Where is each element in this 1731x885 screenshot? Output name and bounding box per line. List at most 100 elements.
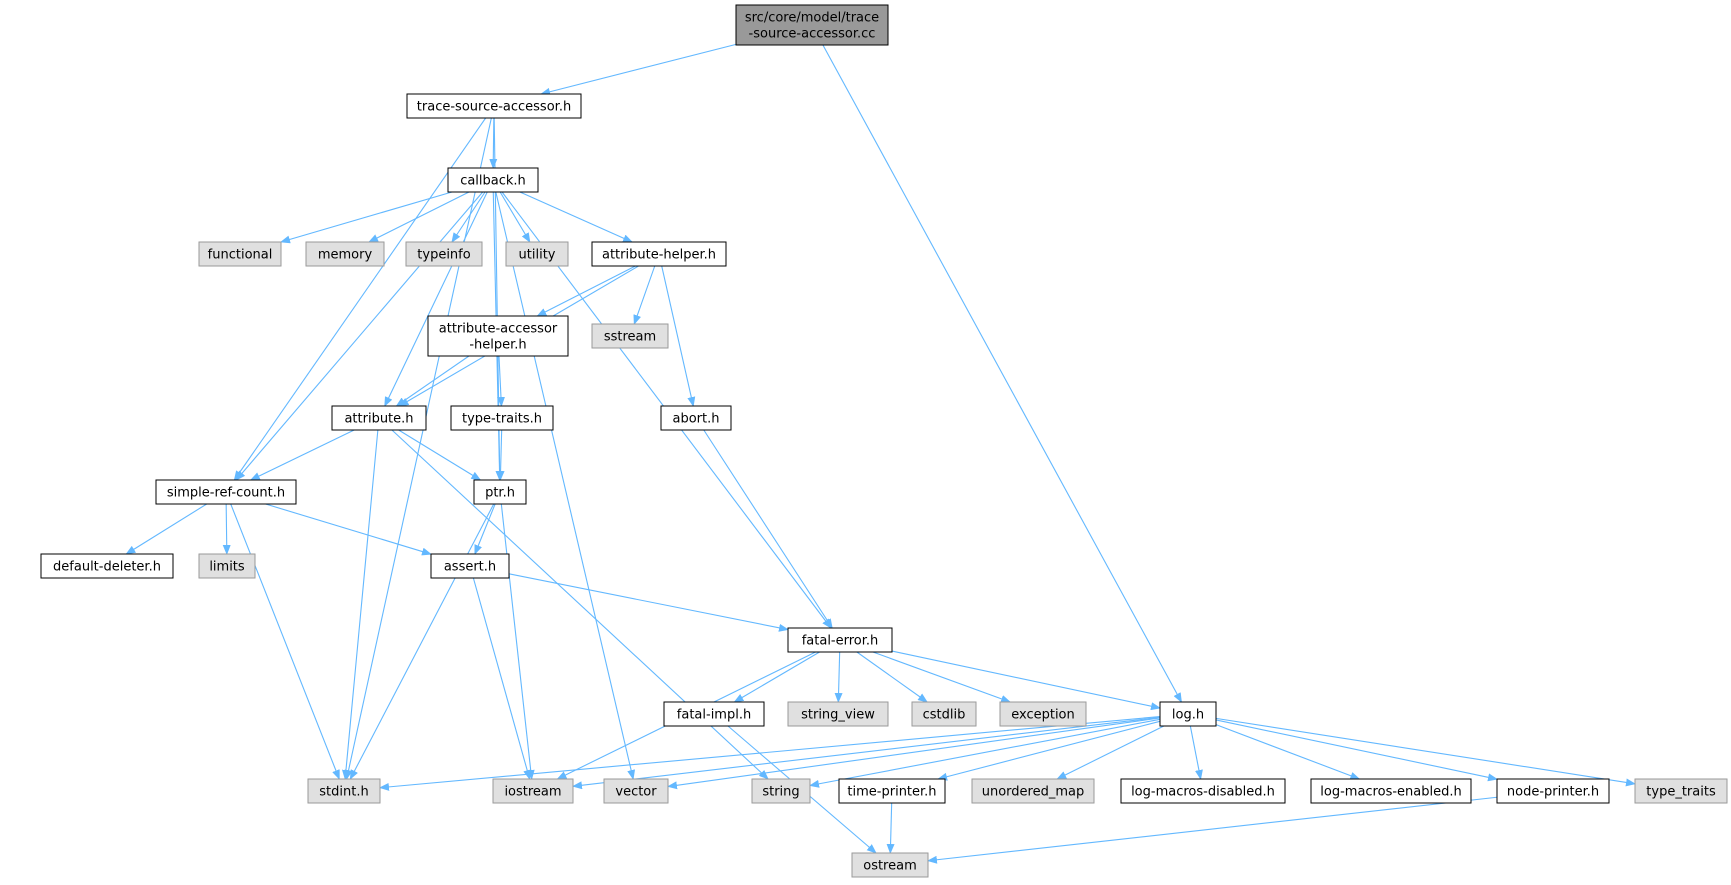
node-box-type_traits[interactable] (1634, 778, 1728, 804)
edge-simple_ref_count_h-to-assert_h (265, 503, 432, 556)
node-box-attribute_h[interactable] (331, 405, 427, 431)
node-log_macros_enabled_h[interactable]: log-macros-enabled.h (1310, 778, 1472, 804)
node-box-stdint_h[interactable] (307, 778, 381, 804)
node-box-functional[interactable] (198, 241, 282, 267)
node-label-string_view: string_view (801, 708, 875, 723)
node-label-attribute_h: attribute.h (344, 412, 413, 427)
node-fatal_impl_h[interactable]: fatal-impl.h (663, 701, 765, 727)
node-ptr_h[interactable]: ptr.h (473, 479, 527, 505)
node-box-time_printer_h[interactable] (838, 778, 946, 804)
node-box-string[interactable] (751, 778, 811, 804)
node-memory[interactable]: memory (305, 241, 385, 267)
node-box-exception[interactable] (999, 701, 1087, 727)
node-attribute_accessor_helper_h[interactable]: attribute-accessor-helper.h (427, 315, 569, 357)
node-box-assert_h[interactable] (430, 553, 510, 579)
node-root[interactable]: src/core/model/trace-source-accessor.cc (735, 4, 889, 46)
node-typeinfo[interactable]: typeinfo (405, 241, 483, 267)
node-fatal_error_h[interactable]: fatal-error.h (787, 627, 893, 653)
node-label-simple_ref_count_h: simple-ref-count.h (167, 486, 285, 501)
node-box-type_traits_h[interactable] (450, 405, 554, 431)
node-log_macros_disabled_h[interactable]: log-macros-disabled.h (1120, 778, 1286, 804)
node-box-attribute_helper_h[interactable] (591, 241, 727, 267)
node-box-callback_h[interactable] (447, 167, 539, 193)
edge-assert_h-to-iostream (472, 577, 532, 780)
node-box-ostream[interactable] (851, 852, 929, 878)
node-unordered_map[interactable]: unordered_map (971, 778, 1095, 804)
node-box-iostream[interactable] (492, 778, 574, 804)
edge-abort_h-to-fatal_error_h (703, 429, 833, 629)
node-exception[interactable]: exception (999, 701, 1087, 727)
edge-attribute_h-to-string (391, 429, 769, 780)
edge-callback_h-to-simple_ref_count_h (235, 191, 484, 481)
node-box-utility[interactable] (505, 241, 569, 267)
node-box-node_printer_h[interactable] (1496, 778, 1610, 804)
edge-log_h-to-iostream (572, 716, 1161, 790)
node-box-fatal_error_h[interactable] (787, 627, 893, 653)
node-box-abort_h[interactable] (660, 405, 732, 431)
edge-callback_h-to-typeinfo (451, 191, 486, 243)
node-label-trace_source_accessor_h: trace-source-accessor.h (417, 100, 571, 115)
node-limits[interactable]: limits (198, 553, 256, 579)
node-box-default_deleter_h[interactable] (40, 553, 174, 579)
edge-attribute_h-to-ptr_h (398, 429, 482, 481)
node-string_view[interactable]: string_view (787, 701, 889, 727)
node-box-sstream[interactable] (591, 323, 669, 349)
node-node_printer_h[interactable]: node-printer.h (1496, 778, 1610, 804)
node-trace_source_accessor_h[interactable]: trace-source-accessor.h (406, 93, 582, 119)
edge-callback_h-to-functional (280, 191, 453, 244)
edge-fatal_error_h-to-exception (872, 651, 1012, 703)
node-label-ptr_h: ptr.h (485, 486, 515, 501)
node-box-log_macros_enabled_h[interactable] (1310, 778, 1472, 804)
node-ostream[interactable]: ostream (851, 852, 929, 878)
node-label-stdint_h: stdint.h (319, 785, 368, 800)
node-sstream[interactable]: sstream (591, 323, 669, 349)
node-cstdlib[interactable]: cstdlib (911, 701, 977, 727)
edge-type_traits_h-to-ptr_h (496, 429, 505, 481)
edge-attribute_helper_h-to-sstream (633, 265, 656, 325)
node-label-unordered_map: unordered_map (982, 785, 1085, 800)
node-attribute_h[interactable]: attribute.h (331, 405, 427, 431)
node-box-limits[interactable] (198, 553, 256, 579)
node-box-vector[interactable] (603, 778, 669, 804)
node-box-log_h[interactable] (1159, 701, 1217, 727)
node-vector[interactable]: vector (603, 778, 669, 804)
node-box-typeinfo[interactable] (405, 241, 483, 267)
node-functional[interactable]: functional (198, 241, 282, 267)
node-box-simple_ref_count_h[interactable] (155, 479, 297, 505)
node-box-fatal_impl_h[interactable] (663, 701, 765, 727)
node-type_traits_h[interactable]: type-traits.h (450, 405, 554, 431)
node-label-node_printer_h: node-printer.h (1507, 785, 1599, 800)
edge-log_h-to-node_printer_h (1215, 719, 1498, 782)
node-utility[interactable]: utility (505, 241, 569, 267)
edge-log_h-to-string (809, 718, 1161, 788)
edge-callback_h-to-attribute_helper_h (519, 191, 633, 243)
node-simple_ref_count_h[interactable]: simple-ref-count.h (155, 479, 297, 505)
node-box-cstdlib[interactable] (911, 701, 977, 727)
edge-simple_ref_count_h-to-limits (222, 503, 231, 555)
node-box-unordered_map[interactable] (971, 778, 1095, 804)
node-type_traits[interactable]: type_traits (1634, 778, 1728, 804)
node-attribute_helper_h[interactable]: attribute-helper.h (591, 241, 727, 267)
node-default_deleter_h[interactable]: default-deleter.h (40, 553, 174, 579)
node-box-attribute_accessor_helper_h[interactable] (427, 315, 569, 357)
node-box-memory[interactable] (305, 241, 385, 267)
node-box-log_macros_disabled_h[interactable] (1120, 778, 1286, 804)
edge-ptr_h-to-iostream (500, 503, 535, 780)
node-log_h[interactable]: log.h (1159, 701, 1217, 727)
node-stdint_h[interactable]: stdint.h (307, 778, 381, 804)
node-string[interactable]: string (751, 778, 811, 804)
node-box-string_view[interactable] (787, 701, 889, 727)
node-label-type_traits_h: type-traits.h (462, 412, 542, 427)
node-iostream[interactable]: iostream (492, 778, 574, 804)
node-assert_h[interactable]: assert.h (430, 553, 510, 579)
edge-simple_ref_count_h-to-stdint_h (230, 503, 340, 780)
node-label-iostream: iostream (504, 785, 561, 800)
node-box-trace_source_accessor_h[interactable] (406, 93, 582, 119)
node-time_printer_h[interactable]: time-printer.h (838, 778, 946, 804)
node-label-time_printer_h: time-printer.h (847, 785, 936, 800)
node-box-root[interactable] (735, 4, 889, 46)
node-callback_h[interactable]: callback.h (447, 167, 539, 193)
node-abort_h[interactable]: abort.h (660, 405, 732, 431)
edge-callback_h-to-memory (368, 191, 470, 243)
node-box-ptr_h[interactable] (473, 479, 527, 505)
